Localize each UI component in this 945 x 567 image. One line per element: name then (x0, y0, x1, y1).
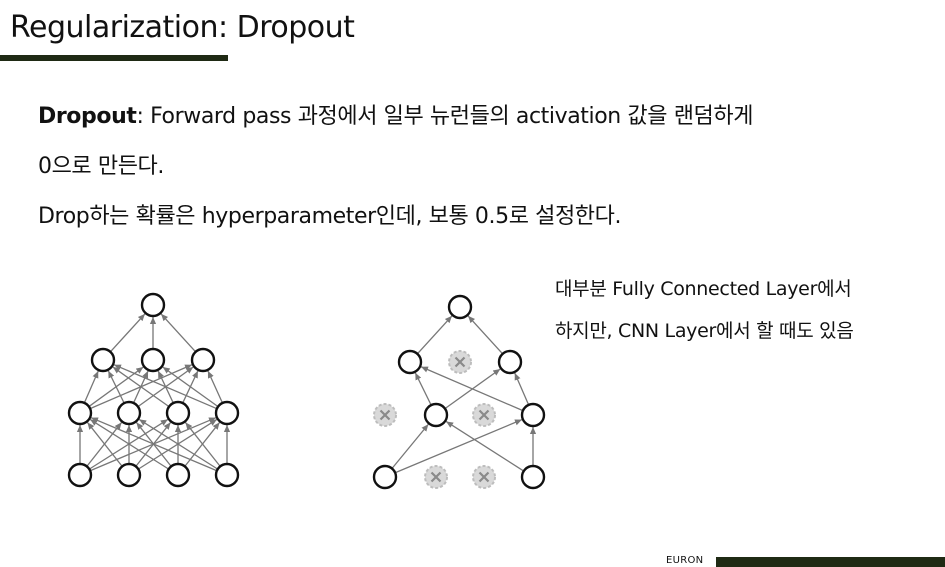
connection-edge (138, 418, 219, 470)
dropout-network-diagram (372, 294, 546, 490)
note-line-1: 대부분 Fully Connected Layer에서 (555, 278, 852, 300)
neuron (214, 462, 240, 488)
body-line-1-rest: : Forward pass 과정에서 일부 뉴런들의 activation 값… (136, 104, 754, 129)
neuron (165, 462, 191, 488)
connection-edge (83, 370, 99, 404)
neuron (447, 294, 473, 320)
connection-edge (414, 372, 432, 406)
neuron (116, 462, 142, 488)
connection-edge (391, 423, 429, 469)
connection-edge (207, 370, 224, 404)
neuron (165, 400, 191, 426)
connection-edge (113, 364, 218, 410)
dropout-term: Dropout (38, 104, 137, 129)
connection-edge (160, 313, 197, 353)
connection-edge (107, 370, 125, 404)
note-text: 대부분 Fully Connected Layer에서 하지만, CNN Lay… (555, 268, 940, 352)
connection-edge (467, 315, 504, 355)
connection-edge (394, 419, 523, 474)
neuron (67, 400, 93, 426)
neuron (397, 349, 423, 375)
connection-edge (112, 366, 170, 408)
neuron (140, 347, 166, 373)
dropped-neuron (472, 465, 496, 489)
standard-network-diagram (67, 292, 240, 488)
slide-title: Regularization: Dropout (10, 10, 355, 45)
neuron (497, 349, 523, 375)
connection-edge (445, 420, 525, 472)
footer-label: EURON (666, 555, 704, 566)
body-line-3: Drop하는 확률은 hyperparameter인데, 보통 0.5로 설정한… (38, 204, 622, 229)
footer-bar (716, 557, 945, 567)
neuron (520, 464, 546, 490)
neuron (116, 400, 142, 426)
connection-edge (184, 422, 221, 467)
neuron (140, 292, 166, 318)
title-underline (0, 55, 228, 61)
dropped-neuron (472, 403, 496, 427)
connection-edge (416, 315, 453, 355)
dropped-neuron (448, 350, 472, 374)
body-text: Dropout: Forward pass 과정에서 일부 뉴런들의 activ… (38, 92, 918, 242)
neuron (190, 347, 216, 373)
connection-edge (89, 418, 170, 470)
neuron (214, 400, 240, 426)
connection-edge (90, 417, 218, 472)
neuron (67, 462, 93, 488)
neuron (423, 402, 449, 428)
connection-edge (86, 422, 123, 467)
body-line-1: Dropout: Forward pass 과정에서 일부 뉴런들의 activ… (38, 92, 918, 142)
neuron (90, 347, 116, 373)
neuron (520, 402, 546, 428)
note-line-2: 하지만, CNN Layer에서 할 때도 있음 (555, 320, 854, 342)
connection-edge (514, 372, 530, 406)
connection-edge (420, 366, 524, 412)
connection-edge (109, 313, 146, 353)
dropped-neuron (424, 465, 448, 489)
dropped-neuron (373, 403, 397, 427)
body-line-2: 0으로 만든다. (38, 154, 164, 179)
connection-edge (162, 366, 219, 408)
neuron (372, 464, 398, 490)
